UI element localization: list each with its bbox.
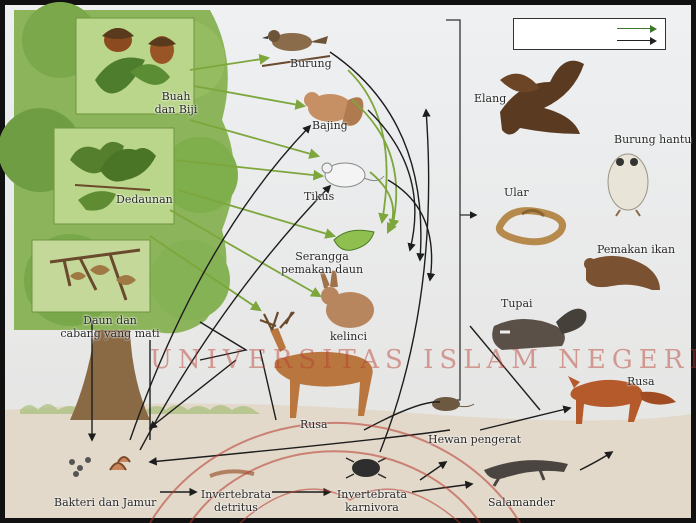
watermark-text: UNIVERSITAS ISLAM NEGERI FATMAWATI bbox=[150, 345, 520, 405]
label-leaves: Dedaunan bbox=[116, 193, 173, 206]
label-bird: Burung bbox=[290, 57, 332, 70]
legend-black-arrow bbox=[617, 37, 657, 45]
label-deer-center: Rusa bbox=[300, 418, 328, 431]
label-carnivore-invertebrates: Invertebrata karnivora bbox=[337, 488, 407, 514]
legend-box bbox=[513, 18, 666, 50]
label-rabbit: kelinci bbox=[330, 330, 367, 343]
label-dead-leaves: Daun dan cabang yang mati bbox=[60, 314, 159, 340]
label-squirrel: Bajing bbox=[312, 119, 348, 132]
label-salamander: Salamander bbox=[488, 496, 555, 509]
label-owl: Burung hantu bbox=[614, 133, 691, 146]
label-fruits-seeds: Buah dan Biji bbox=[155, 90, 198, 116]
label-fox: Rusa bbox=[627, 375, 655, 388]
label-bacteria-fungi: Bakteri dan Jamur bbox=[54, 496, 156, 509]
label-mouse: Tikus bbox=[304, 190, 334, 203]
beetle-illustration bbox=[346, 458, 386, 478]
label-detritus-invertebrates: Invertebrata detritus bbox=[201, 488, 271, 514]
label-rodent: Hewan pengerat bbox=[428, 433, 521, 446]
label-eagle: Elang bbox=[474, 92, 506, 105]
label-fish-eater: Pemakan ikan bbox=[597, 243, 675, 256]
label-leaf-insect: Serangga pemakan daun bbox=[281, 250, 363, 276]
legend-green-arrow bbox=[617, 25, 657, 33]
label-raccoon: Tupai bbox=[501, 297, 533, 310]
label-snake: Ular bbox=[504, 186, 529, 199]
